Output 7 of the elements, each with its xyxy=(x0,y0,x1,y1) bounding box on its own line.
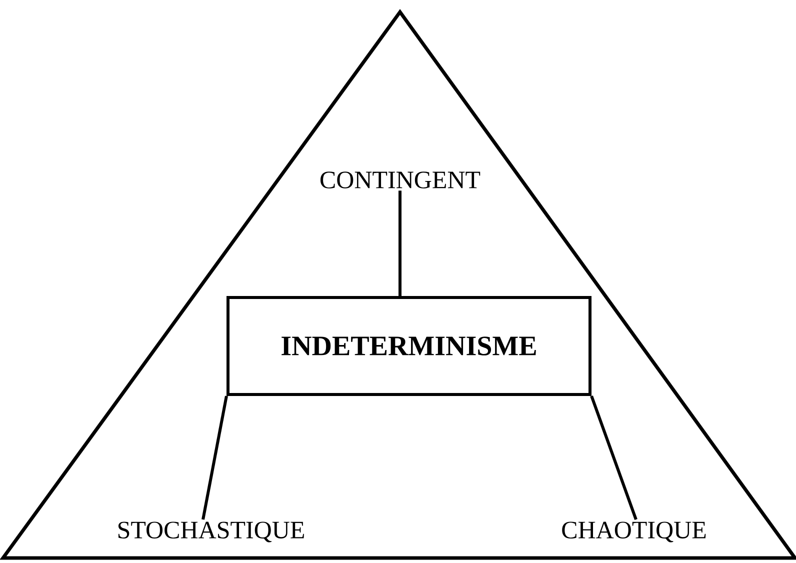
connector-line xyxy=(590,396,638,520)
label-text: CHAOTIQUE xyxy=(562,522,706,542)
process-box: INDETERMINISME xyxy=(226,296,592,396)
connector-line xyxy=(202,396,228,520)
label-text: STOCHASTIQUE xyxy=(118,522,304,542)
connector-line xyxy=(398,190,402,296)
label-text: CONTINGENT xyxy=(320,172,480,188)
